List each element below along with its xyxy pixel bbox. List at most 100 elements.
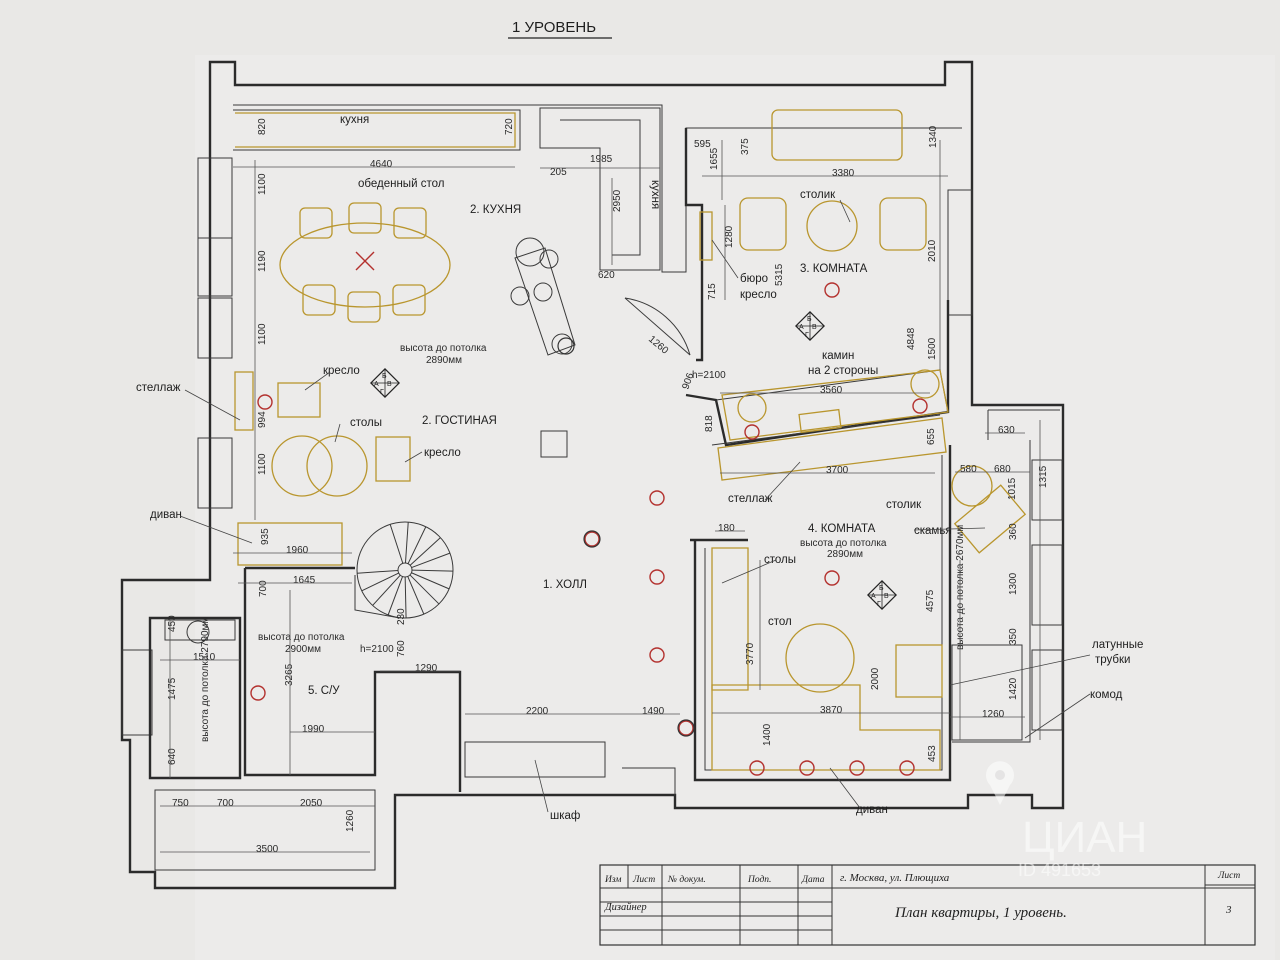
dimension-label: 3870 (820, 705, 843, 716)
interior-walls (148, 107, 1060, 871)
dimension-label: 3380 (832, 168, 855, 179)
dimension-label: 375 (740, 138, 751, 155)
dimension-label: 450 (167, 615, 178, 632)
dimension-label: 994 (257, 411, 268, 428)
dining-chairs (299, 202, 427, 323)
room-kitchen: 2. КУХНЯ (470, 204, 521, 216)
dimension-label: 3770 (745, 642, 756, 665)
svg-text:кухня: кухня (340, 114, 369, 126)
dimension-label: 1100 (257, 453, 268, 475)
leader-lines (179, 199, 1091, 813)
furniture-labels: кухня кухня обеденный стол стеллаж кресл… (136, 114, 1143, 822)
dimension-label: 1300 (1008, 572, 1019, 595)
dimension-label: 715 (707, 283, 718, 300)
lamp-icon (678, 720, 694, 736)
stair-step (411, 552, 451, 569)
ceiling-lamps (250, 282, 928, 776)
lamp-icon (250, 685, 266, 701)
svg-text:стеллаж: стеллаж (728, 493, 773, 505)
svg-text:План квартиры, 1 уровень.: План квартиры, 1 уровень. (894, 905, 1067, 921)
svg-text:Подп.: Подп. (747, 874, 771, 885)
column-icon (583, 530, 601, 548)
dimension-label: 700 (258, 580, 269, 597)
lamp-icon (744, 424, 760, 440)
watermark: ЦИАН ID 491653 (986, 761, 1147, 880)
svg-text:Б: Б (807, 316, 812, 323)
dimension-label: 1290 (415, 663, 438, 674)
svg-text:кресло: кресло (740, 289, 777, 301)
room-4: 4. КОМНАТА (808, 523, 876, 535)
lamp-icon (824, 570, 840, 586)
svg-text:столы: столы (764, 554, 796, 566)
svg-text:г. Москва, ул. Плющиха: г. Москва, ул. Плющиха (840, 872, 950, 884)
lamp-icon (584, 531, 600, 547)
svg-text:Изм: Изм (604, 875, 621, 885)
lamp-icon (849, 760, 865, 776)
svg-text:кресло: кресло (424, 447, 461, 459)
svg-text:3: 3 (1225, 904, 1232, 916)
furniture (164, 109, 1027, 771)
svg-text:В: В (812, 324, 817, 331)
svg-text:№ докум.: № докум. (667, 874, 706, 885)
dimension-label: 205 (550, 167, 567, 178)
dimension-label: 3265 (284, 663, 295, 686)
dimension-label: 620 (598, 270, 615, 281)
stair-step (411, 569, 453, 572)
dimension-label: 760 (396, 640, 407, 657)
dimension-label: 655 (926, 428, 937, 445)
dimension-label: 3500 (256, 844, 279, 855)
svg-text:бюро: бюро (740, 273, 768, 285)
dimension-label: 2010 (927, 239, 938, 262)
dimension-label: 820 (257, 118, 268, 135)
room-hall: 1. ХОЛЛ (543, 579, 587, 591)
stair-step (404, 576, 407, 618)
dimension-label: 1420 (1008, 677, 1019, 700)
dimension-label: 1015 (1007, 477, 1018, 500)
svg-text:столик: столик (800, 189, 836, 201)
dimension-label: 1190 (257, 250, 268, 272)
dimension-label: 935 (260, 528, 271, 545)
stair-step (411, 572, 450, 590)
dimension-label: 1655 (709, 147, 720, 170)
svg-text:высота до потолка 2670мм: высота до потолка 2670мм (955, 525, 966, 650)
dimension-label: 1990 (302, 724, 325, 735)
dimension-label: 2050 (300, 798, 323, 809)
dimension-label: 1475 (167, 677, 178, 700)
svg-text:стол: стол (768, 616, 792, 628)
svg-text:Б: Б (382, 373, 387, 380)
dimension-label: 818 (704, 415, 715, 432)
lamp-icon (649, 647, 665, 663)
svg-text:Лист: Лист (632, 875, 655, 885)
dimension-label: 3700 (826, 465, 849, 476)
stair-step (389, 524, 404, 564)
svg-text:А: А (871, 593, 876, 600)
dimension-label: 700 (217, 798, 234, 809)
svg-text:обеденный стол: обеденный стол (358, 178, 444, 190)
svg-text:2900мм: 2900мм (285, 644, 321, 655)
dimension-label: 360 (1008, 523, 1019, 540)
dimension-label: 680 (994, 464, 1011, 475)
lamp-icon (649, 569, 665, 585)
dining-table (279, 222, 451, 308)
svg-text:кухня: кухня (649, 180, 661, 209)
lamp-icon (899, 760, 915, 776)
column-icon (677, 719, 695, 737)
svg-text:камин: камин (822, 350, 854, 362)
lamp-icon (824, 282, 840, 298)
svg-text:шкаф: шкаф (550, 810, 580, 822)
dimension-label: 3560 (820, 385, 843, 396)
svg-text:на 2 стороны: на 2 стороны (808, 365, 878, 377)
dimension-label: 180 (718, 523, 735, 534)
svg-text:трубки: трубки (1095, 654, 1130, 666)
room-living: 2. ГОСТИНАЯ (422, 415, 497, 427)
dimension-label: 4848 (906, 327, 917, 350)
svg-text:Лист: Лист (1217, 871, 1240, 881)
svg-text:Б: Б (879, 585, 884, 592)
page-title: 1 УРОВЕНЬ (512, 19, 596, 36)
dimension-label: 1340 (928, 125, 939, 148)
svg-text:Г: Г (877, 601, 881, 608)
